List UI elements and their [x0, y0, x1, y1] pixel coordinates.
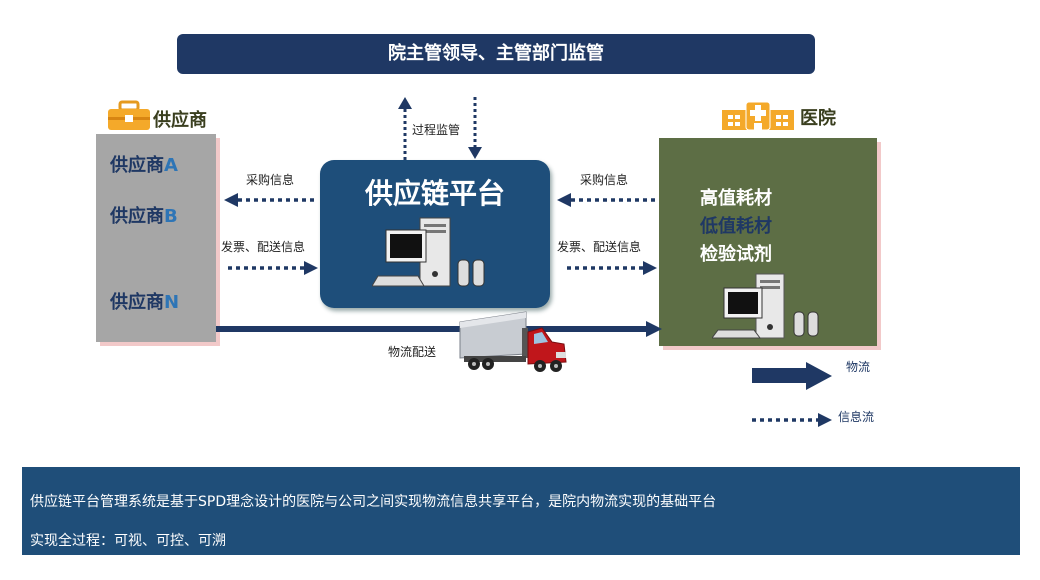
- supplier-a: 供应商A: [110, 155, 178, 176]
- platform-hospital-info-arrows: [557, 193, 657, 275]
- footer-line-2: 实现全过程：可视、可控、可溯: [30, 533, 226, 549]
- purchase-info-left-label: 采购信息: [246, 173, 295, 187]
- process-supervision-label: 过程监管: [412, 123, 461, 137]
- truck-icon: [459, 311, 567, 372]
- legend-info-flow-label: 信息流: [838, 410, 875, 424]
- logistics-delivery-label: 物流配送: [388, 345, 437, 359]
- briefcase-icon: [108, 100, 150, 130]
- footer-description: 供应链平台管理系统是基于SPD理念设计的医院与公司之间实现物流信息共享平台，是院…: [22, 467, 1020, 555]
- footer-line-1: 供应链平台管理系统是基于SPD理念设计的医院与公司之间实现物流信息共享平台，是院…: [30, 494, 717, 510]
- hospital-title: 医院: [800, 108, 836, 129]
- legend-logistics-arrow: [752, 362, 832, 390]
- supplier-box: [96, 134, 216, 342]
- low-value-consumables: 低值耗材: [700, 216, 772, 237]
- supervision-banner: 院主管领导、主管部门监管: [177, 34, 815, 74]
- supplier-title: 供应商: [153, 110, 207, 131]
- purchase-info-right-label: 采购信息: [580, 173, 629, 187]
- supervision-arrows: [398, 97, 482, 160]
- hospital-icon: [722, 101, 794, 131]
- invoice-info-right-label: 发票、配送信息: [557, 240, 642, 254]
- logistics-arrow: [216, 321, 662, 337]
- high-value-consumables: 高值耗材: [700, 188, 772, 209]
- test-reagents: 检验试剂: [700, 244, 772, 265]
- supplier-platform-info-arrows: [224, 193, 318, 275]
- legend-info-flow-arrow: [752, 413, 832, 427]
- computer-icon-platform: [372, 217, 485, 287]
- computer-icon-hospital: [712, 273, 819, 339]
- invoice-info-left-label: 发票、配送信息: [221, 240, 306, 254]
- legend-logistics-label: 物流: [846, 360, 871, 374]
- platform-title: 供应链平台: [364, 177, 505, 210]
- supplier-b: 供应商B: [110, 206, 178, 227]
- supplier-n: 供应商N: [110, 292, 180, 313]
